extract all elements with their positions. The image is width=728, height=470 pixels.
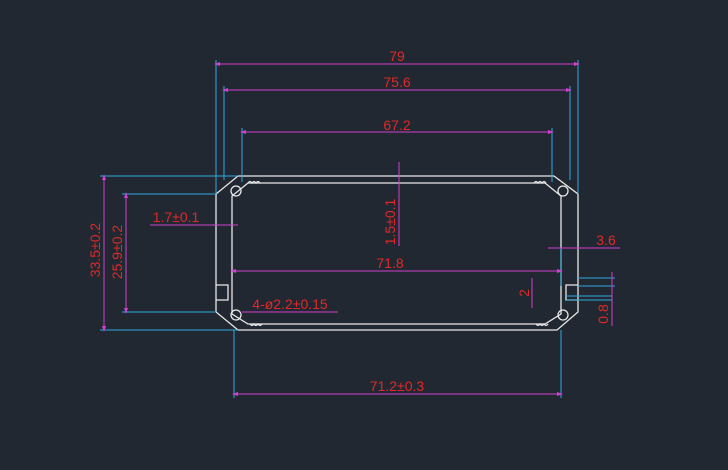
outer-shell	[215, 175, 579, 331]
label-overall-width: 79	[389, 48, 405, 64]
screw-hole-bottom-left	[230, 309, 242, 321]
label-slot-depth: 0.8	[595, 304, 611, 324]
label-inner-top-width: 67.2	[383, 117, 410, 133]
screw-hole-top-right	[557, 185, 569, 197]
right-slot	[565, 284, 578, 301]
label-inner-cavity-width: 71.8	[376, 255, 403, 271]
label-slot-gap: 2	[516, 289, 532, 297]
screw-hole-top-left	[230, 185, 242, 197]
top-serrations	[247, 180, 547, 185]
label-wall-side: 1.7±0.1	[153, 209, 200, 225]
inner-cavity	[231, 182, 562, 325]
dimension-labels: 79 75.6 67.2 71.8 71.2±0.3 33.5±0.2 25.9…	[87, 48, 616, 394]
label-edge-offset: 3.6	[596, 232, 616, 248]
label-overall-height: 33.5±0.2	[87, 223, 103, 278]
left-slot	[216, 284, 229, 301]
label-inner-height: 25.9±0.2	[109, 225, 125, 280]
label-bottom-width: 71.2±0.3	[370, 378, 425, 394]
bottom-serrations	[249, 322, 549, 327]
extension-lines	[100, 60, 615, 398]
label-outer-body-width: 75.6	[383, 74, 410, 90]
dimension-lines	[102, 62, 620, 396]
screw-hole-bottom-right	[557, 309, 569, 321]
profile-outline	[215, 175, 579, 331]
label-wall-top: 1.5±0.1	[382, 198, 398, 245]
label-hole-spec: 4-ø2.2±0.15	[252, 296, 328, 312]
